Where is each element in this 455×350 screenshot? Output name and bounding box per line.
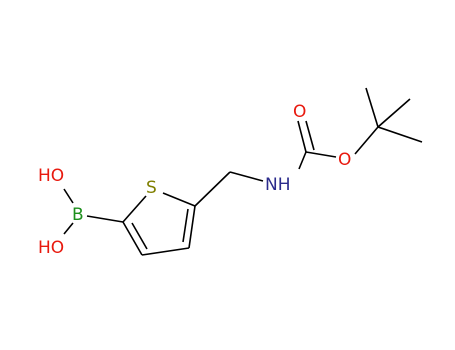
bond-carbonyl-oxygen-double	[305, 120, 315, 151]
hydroxyl-bottom-label: HO	[38, 238, 64, 258]
bond-c4-c3	[141, 247, 190, 256]
nitrogen-label: NH	[265, 175, 291, 195]
bond-boron-oh-top	[63, 188, 74, 204]
bond-boron-c5	[86, 215, 124, 223]
bond-nitrogen-carbonyl	[298, 151, 307, 170]
bond-methyl-right-bottom	[377, 126, 423, 143]
bonds	[63, 87, 423, 256]
bond-carbonyl-oxygen	[297, 120, 307, 153]
boron-label: B	[72, 205, 84, 225]
sulfur-label: S	[146, 178, 157, 198]
bond-ester-oxygen-cquat	[354, 126, 379, 155]
bond-boron-oh-bottom	[63, 222, 74, 235]
hydroxyl-top-label: HO	[38, 166, 64, 186]
oxygen-top-label: O	[293, 102, 306, 122]
bond-ch2-nitrogen	[229, 171, 264, 182]
bond-methyl-top	[365, 87, 379, 128]
bond-sulfur-c2	[162, 192, 196, 207]
bond-methyl-right-top	[377, 98, 411, 128]
bond-carbonyl-ester-oxygen	[305, 151, 337, 158]
bond-c3-c2-double	[182, 208, 189, 243]
bond-c5-c4	[122, 221, 143, 256]
bond-c5-c4-double	[131, 222, 148, 250]
bond-c5-sulfur	[122, 195, 147, 223]
oxygen-ester-label: O	[338, 150, 351, 170]
bond-c2-ch2	[194, 171, 231, 207]
bond-c3-c2	[188, 205, 196, 249]
